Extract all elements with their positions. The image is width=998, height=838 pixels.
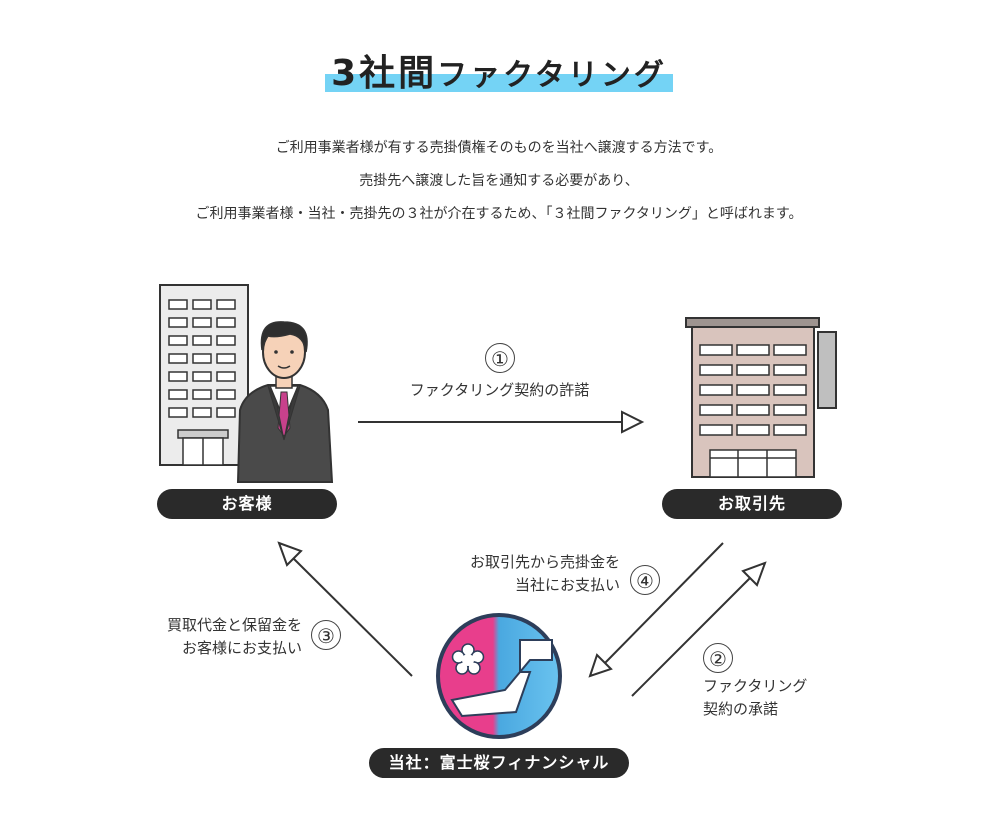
title-area: 3社間ファクタリング — [0, 44, 998, 96]
intro-line-3: ご利用事業者様・当社・売掛先の３社が介在するため、「３社間ファクタリング」と呼ば… — [195, 206, 803, 222]
company-pill: 当社：富士桜フィナンシャル — [369, 748, 629, 778]
businessman-icon — [236, 321, 334, 483]
step-2-label-line-1: ファクタリング — [703, 677, 808, 695]
step-4-label: お取引先から売掛金を 当社にお支払い — [440, 551, 620, 597]
customer-building-icon — [159, 284, 249, 466]
step-1-label: ファクタリング契約の許諾 — [409, 381, 590, 399]
step-2-label-line-2: 契約の承諾 — [703, 700, 779, 718]
title-main: 3社間 — [331, 53, 438, 94]
step-2-number: ② — [703, 643, 733, 673]
partner-pill: お取引先 — [662, 489, 842, 519]
arrow-step-3 — [292, 557, 413, 677]
flow-arrows — [277, 410, 767, 697]
customer-pill: お客様 — [157, 489, 337, 519]
step-4-label-line-1: お取引先から売掛金を — [469, 553, 620, 571]
company-logo-icon — [436, 613, 562, 739]
step-2-label: ファクタリング 契約の承諾 — [703, 675, 853, 721]
step-3-label-line-2: お客様にお支払い — [181, 639, 302, 657]
intro-line-2: 売掛先へ譲渡した旨を通知する必要があり、 — [359, 173, 639, 189]
step-1-number: ① — [485, 343, 515, 373]
step-4-number: ④ — [630, 565, 660, 595]
intro-text: ご利用事業者様が有する売掛債権そのものを当社へ譲渡する方法です。 売掛先へ譲渡し… — [0, 132, 998, 231]
step-3-label-line-1: 買取代金と保留金を — [166, 616, 302, 634]
page-title: 3社間ファクタリング — [325, 44, 673, 96]
partner-building-icon — [685, 317, 837, 478]
title-sub: ファクタリング — [437, 58, 667, 93]
arrow-step-2 — [631, 577, 751, 697]
step-3-number: ③ — [311, 620, 341, 650]
step-4-label-line-2: 当社にお支払い — [514, 576, 620, 594]
step-3-label: 買取代金と保留金を お客様にお支払い — [140, 614, 302, 660]
arrow-step-4 — [603, 542, 724, 665]
intro-line-1: ご利用事業者様が有する売掛債権そのものを当社へ譲渡する方法です。 — [275, 140, 723, 156]
